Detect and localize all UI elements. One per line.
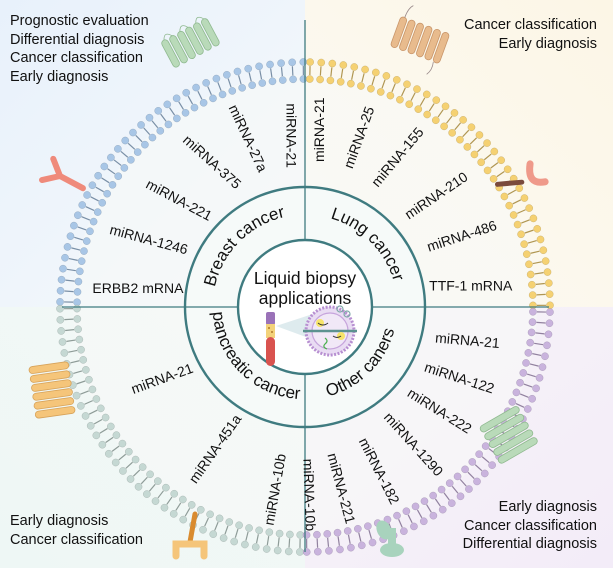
center-title-line2: applications (259, 288, 352, 308)
biomarker-other: miRNA-21 (435, 329, 501, 351)
pink-receptor-icon (494, 160, 549, 187)
biomarker-breast: miRNA-21 (283, 103, 299, 168)
orange-cd-protein-icon (172, 511, 208, 560)
biomarker-lung: miRNA-21 (311, 97, 327, 162)
biomarker-lung: TTF-1 mRNA (429, 277, 513, 293)
membrane-proteins (28, 5, 549, 560)
membrane-segment-lung (306, 58, 554, 310)
green-receptor-protein-icon (161, 16, 220, 68)
application-item: Differential diagnosis (462, 536, 597, 552)
orange-receptor-protein-icon (390, 5, 450, 75)
green-receptor-protein-icon (479, 406, 538, 464)
membrane-segment-pancreatic (56, 304, 304, 556)
application-item: Prognostic evaluation (10, 13, 149, 29)
center-title-line1: Liquid biopsy (254, 268, 356, 288)
application-item: Early diagnosis (498, 499, 597, 515)
cell-membrane (56, 58, 554, 556)
yellow-receptor-protein-icon (28, 361, 76, 419)
pink-antibody-icon (39, 155, 86, 192)
green-cd-protein-icon (376, 520, 404, 557)
application-item: Early diagnosis (498, 35, 597, 52)
application-item: Early diagnosis (10, 68, 109, 85)
membrane-segment-breast (56, 58, 308, 306)
application-item: Cancer classification (464, 17, 597, 33)
application-item: Cancer classification (10, 50, 143, 66)
application-item: Early diagnosis (10, 513, 109, 529)
biomarker-other: miRNA-10b (300, 458, 319, 531)
application-item: Differential diagnosis (10, 31, 145, 48)
application-item: Cancer classification (10, 531, 143, 548)
exosome-vesicle-icon (303, 305, 357, 357)
biomarker-breast: ERBB2 mRNA (92, 280, 184, 296)
application-item: Cancer classification (464, 517, 597, 534)
